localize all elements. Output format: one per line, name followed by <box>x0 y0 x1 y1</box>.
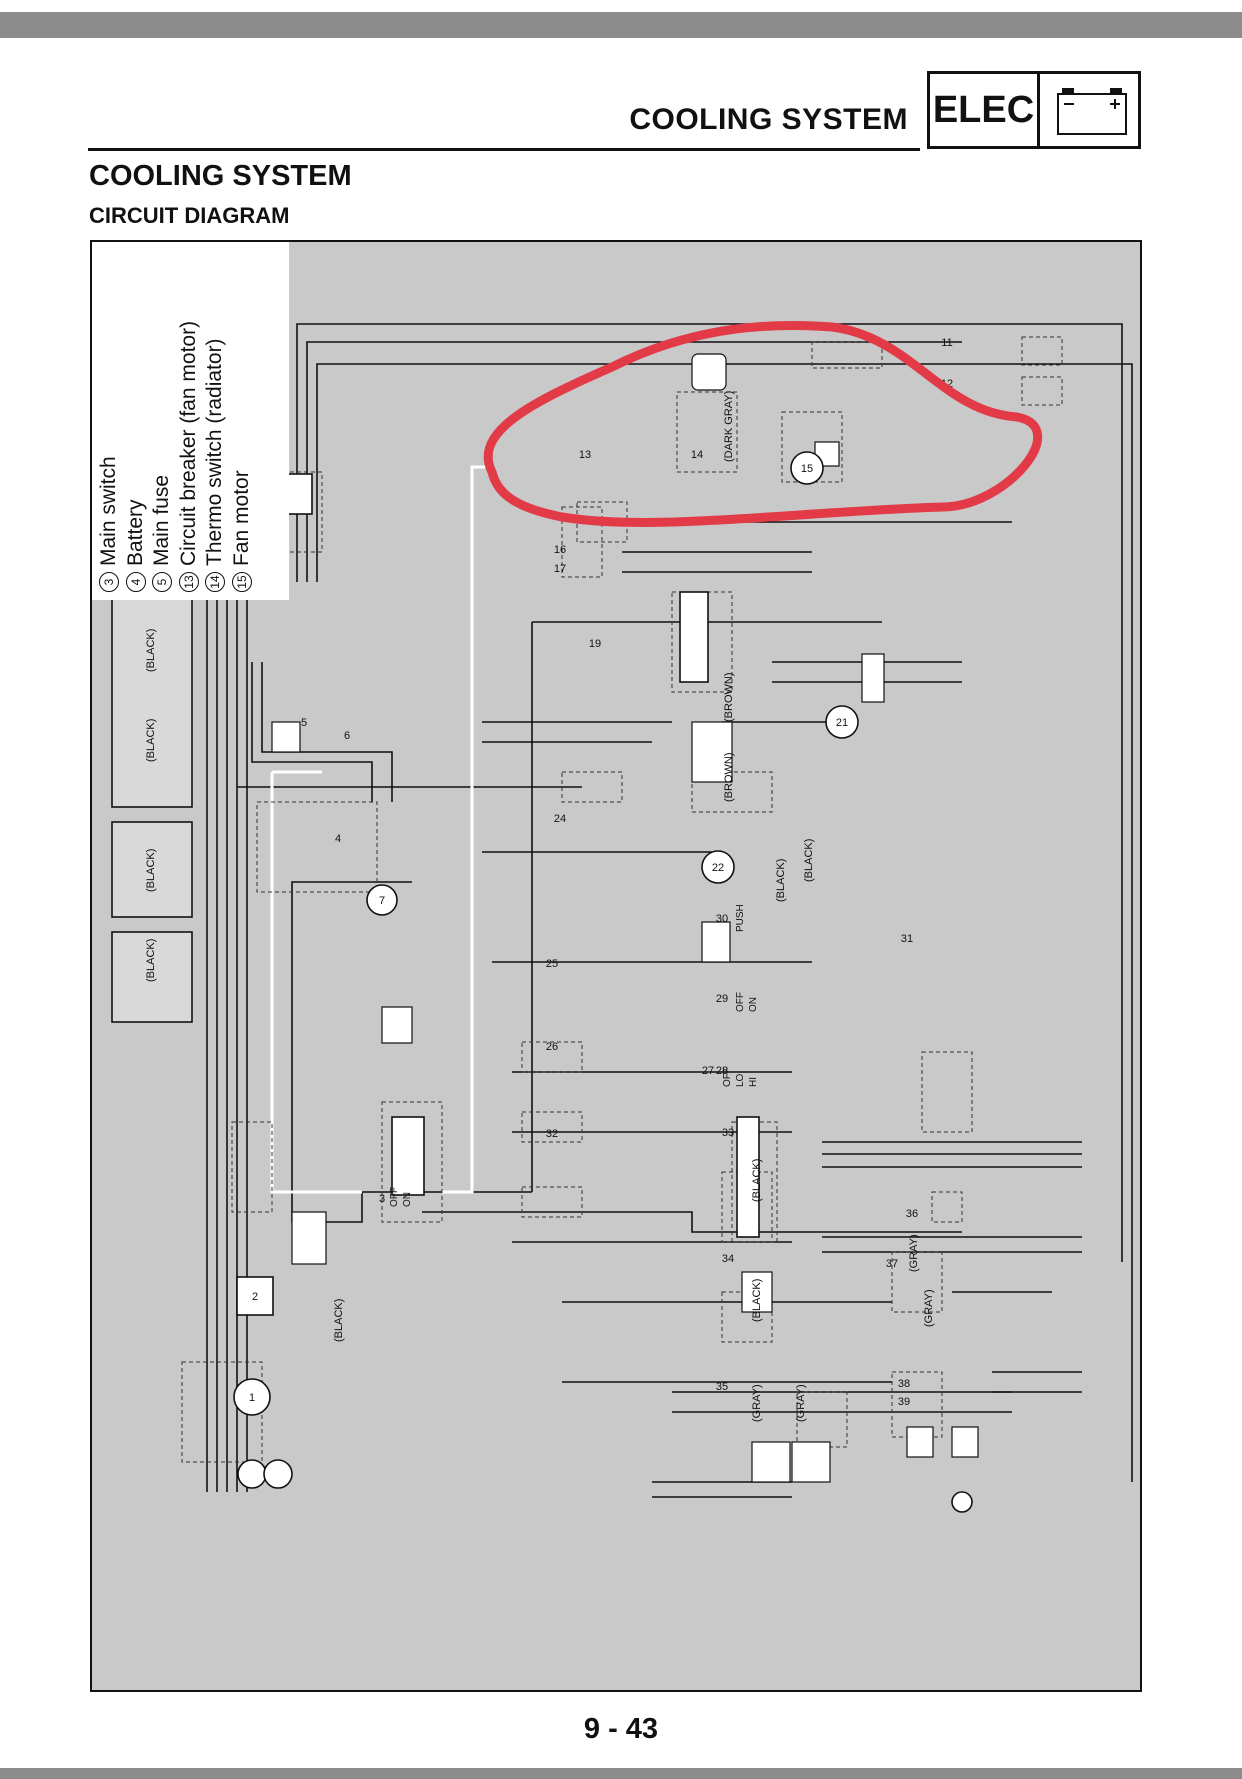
bottom-gray-bar <box>0 1768 1242 1779</box>
svg-text:31: 31 <box>901 933 913 945</box>
page-number: 9 - 43 <box>583 1713 659 1745</box>
svg-text:2: 2 <box>252 1291 258 1303</box>
svg-text:(BLACK): (BLACK) <box>333 1299 345 1342</box>
svg-text:38: 38 <box>898 1378 910 1390</box>
section-tag: ELEC <box>930 74 1040 146</box>
svg-text:ON: ON <box>748 997 759 1012</box>
section-tag-box: ELEC <box>927 71 1141 149</box>
svg-text:34: 34 <box>722 1253 734 1265</box>
svg-text:32: 32 <box>546 1128 558 1140</box>
highlight-circle <box>483 320 1043 527</box>
top-gray-bar <box>0 12 1242 38</box>
svg-text:37: 37 <box>886 1258 898 1270</box>
dark-gray-label: (DARK GRAY) <box>723 391 735 462</box>
svg-text:(GRAY): (GRAY) <box>795 1384 807 1422</box>
svg-text:HI: HI <box>748 1077 759 1087</box>
svg-text:30: 30 <box>716 913 728 925</box>
svg-text:27: 27 <box>702 1065 714 1077</box>
svg-text:15: 15 <box>801 463 813 475</box>
svg-text:29: 29 <box>716 993 728 1005</box>
svg-text:11: 11 <box>941 337 952 349</box>
svg-text:35: 35 <box>716 1381 728 1393</box>
battery-icon <box>1057 88 1127 135</box>
svg-text:28: 28 <box>716 1065 728 1077</box>
switch-labels: OFF ON OFF ON PUSH OFF LO HI <box>389 904 759 1207</box>
svg-text:21: 21 <box>836 717 848 729</box>
svg-text:(BLACK): (BLACK) <box>751 1159 763 1202</box>
wiring-diagram: 1 2 3 4 5 6 7 11 12 13 14 15 16 17 19 21… <box>111 320 1133 1513</box>
svg-text:25: 25 <box>546 958 558 970</box>
svg-text:(BLACK): (BLACK) <box>145 849 157 892</box>
svg-text:(BROWN): (BROWN) <box>723 753 735 803</box>
svg-text:4: 4 <box>335 833 341 845</box>
section-title: COOLING SYSTEM <box>89 160 352 192</box>
svg-text:(BROWN): (BROWN) <box>723 673 735 723</box>
section-subtitle: CIRCUIT DIAGRAM <box>89 203 290 228</box>
svg-text:(GRAY): (GRAY) <box>923 1289 935 1327</box>
svg-text:7: 7 <box>379 895 385 907</box>
svg-text:ON: ON <box>402 1192 413 1207</box>
header-title: COOLING SYSTEM <box>629 103 908 136</box>
svg-text:(BLACK): (BLACK) <box>803 839 815 882</box>
svg-text:16: 16 <box>554 544 566 556</box>
header-rule <box>88 148 920 151</box>
circuit-diagram: 1 2 3 4 5 6 7 11 12 13 14 15 16 17 19 21… <box>90 240 1142 1692</box>
svg-text:17: 17 <box>554 563 566 575</box>
svg-text:(GRAY): (GRAY) <box>908 1234 920 1272</box>
svg-text:OFF: OFF <box>722 1067 733 1087</box>
svg-text:PUSH: PUSH <box>735 904 746 932</box>
svg-text:OFF: OFF <box>389 1187 400 1207</box>
svg-text:13: 13 <box>579 449 591 461</box>
svg-text:(BLACK): (BLACK) <box>145 719 157 762</box>
svg-text:(BLACK): (BLACK) <box>775 859 787 902</box>
svg-text:22: 22 <box>712 862 724 874</box>
svg-text:33: 33 <box>722 1127 734 1139</box>
svg-text:3: 3 <box>379 1193 385 1205</box>
svg-text:19: 19 <box>589 638 601 650</box>
svg-text:5: 5 <box>301 717 307 729</box>
svg-text:(BLACK): (BLACK) <box>751 1279 763 1322</box>
component-number-markers: 1 2 3 4 5 6 7 11 12 13 14 15 16 17 19 21… <box>249 337 953 1408</box>
svg-text:24: 24 <box>554 813 566 825</box>
svg-text:1: 1 <box>249 1392 255 1404</box>
svg-text:6: 6 <box>344 730 350 742</box>
svg-text:26: 26 <box>546 1041 558 1053</box>
svg-text:(GRAY): (GRAY) <box>751 1384 763 1422</box>
svg-text:14: 14 <box>691 449 703 461</box>
svg-text:LO: LO <box>735 1073 746 1087</box>
svg-text:39: 39 <box>898 1396 910 1408</box>
svg-text:OFF: OFF <box>735 992 746 1012</box>
svg-text:(BLACK): (BLACK) <box>145 939 157 982</box>
svg-text:(BLACK): (BLACK) <box>145 629 157 672</box>
svg-text:36: 36 <box>906 1208 918 1220</box>
